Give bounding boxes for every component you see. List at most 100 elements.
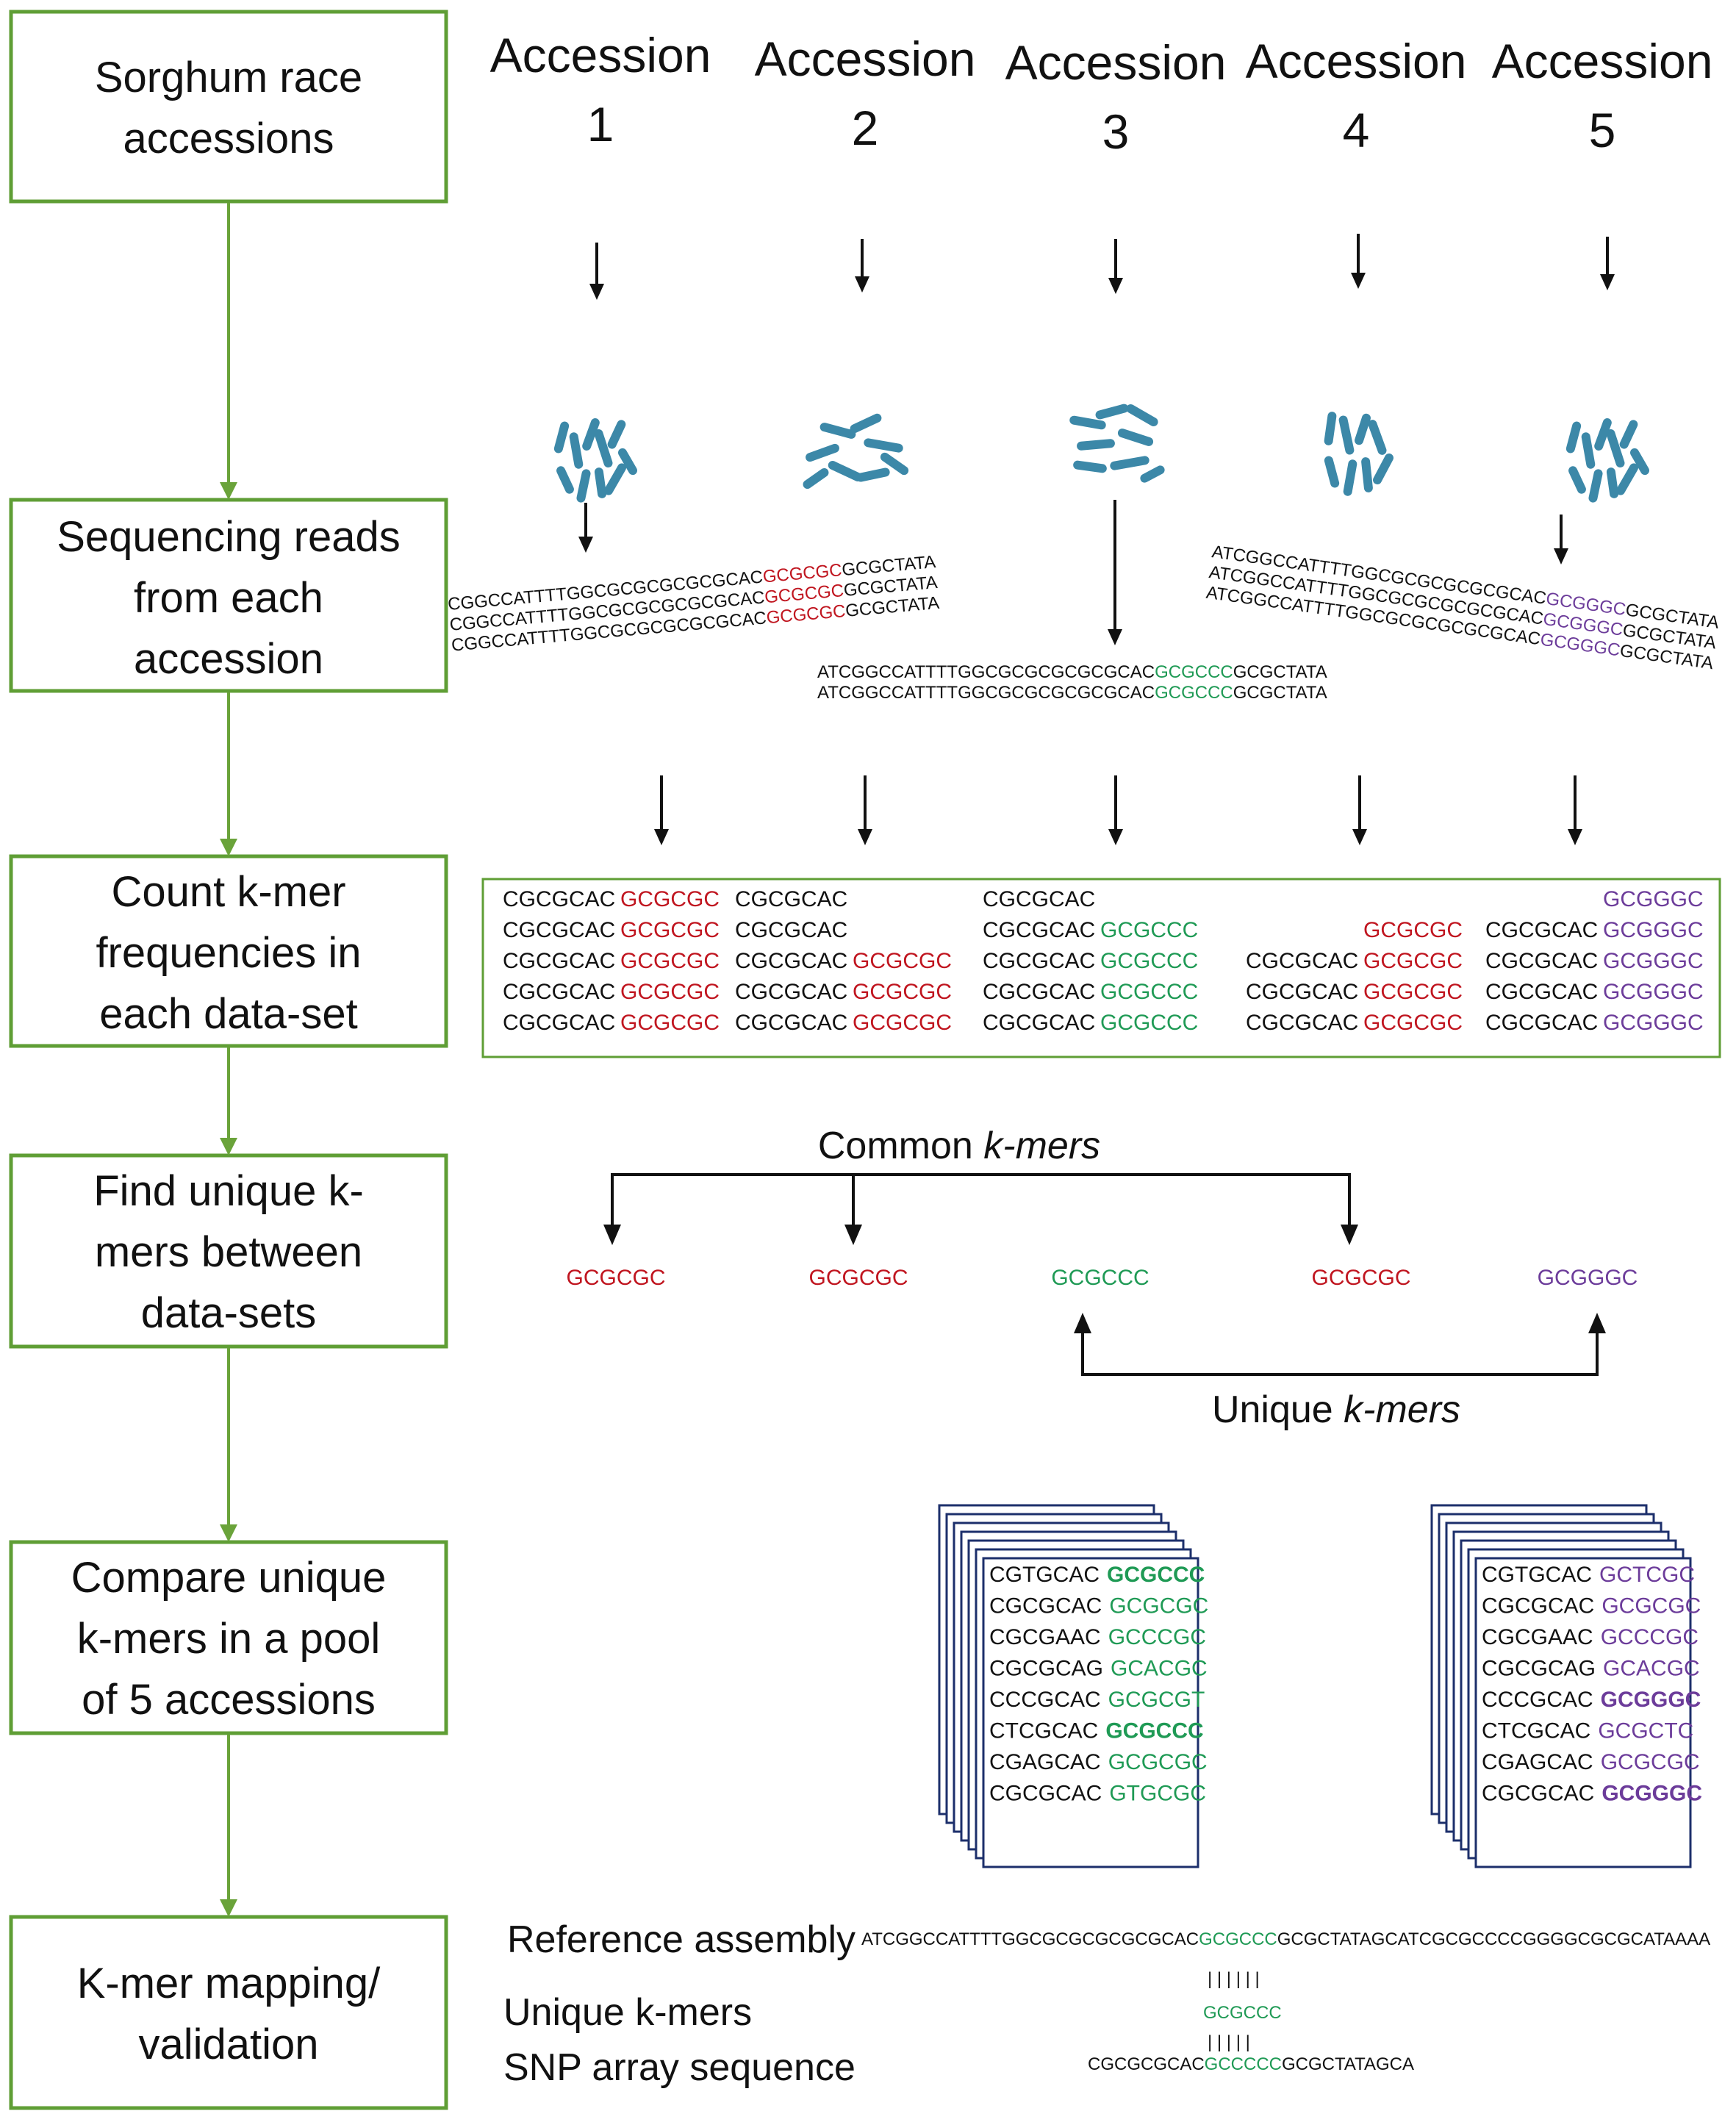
accession-2-word: Accession — [755, 32, 976, 86]
unique-kmer-1: GCGCGC — [567, 1266, 666, 1290]
snp-array-label: SNP array sequence — [503, 2046, 856, 2089]
step-6-line-1: K-mer mapping/ — [77, 1960, 381, 2007]
step-2-box: Sequencing reads from each accession — [9, 498, 448, 693]
arrow-down-icon — [603, 1225, 621, 1245]
kmer-table-cell: CGCGCAC — [983, 887, 1095, 911]
step-5-box: Compare unique k-mers in a pool of 5 acc… — [9, 1540, 448, 1735]
arrow-up-icon — [1074, 1313, 1091, 1333]
mapped-unique-kmer: GCGCCC — [1203, 2003, 1282, 2023]
arrow-down-icon — [654, 829, 669, 845]
arrow-up-icon — [1588, 1313, 1606, 1333]
accession-5-number: 5 — [1589, 103, 1616, 157]
read-arrows — [578, 500, 1568, 645]
chromosome-cluster-icon — [1324, 412, 1394, 496]
step-5-line-2: k-mers in a pool — [77, 1615, 381, 1663]
chromosome-cluster-icon — [1069, 404, 1165, 483]
step-2-line-2: from each — [134, 574, 323, 622]
accession-4-number: 4 — [1343, 103, 1370, 157]
arrow-down-icon — [1600, 274, 1615, 290]
match-bars-top: | | | | | | — [1208, 1969, 1260, 1989]
step-5-line-1: Compare unique — [71, 1554, 387, 1602]
snp-array-sequence: CGCGCGCACGCCCCCGCGCTATAGCA — [1088, 2054, 1414, 2074]
step-3-box: Count k-mer frequencies in each data-set — [9, 854, 448, 1048]
unique-kmer-3: GCGCCC — [1051, 1266, 1149, 1290]
step-4-line-1: Find unique k- — [93, 1167, 364, 1215]
step-3-line-1: Count k-mer — [111, 868, 345, 916]
chromosome-cluster-icon — [1565, 418, 1649, 503]
unique-kmer-2: GCGCGC — [809, 1266, 908, 1290]
flow-arrows — [220, 203, 237, 1917]
accession-3-number: 3 — [1102, 104, 1130, 159]
unique-kmers-row: GCGCGC GCGCGC GCGCCC GCGCGC GCGGGC — [567, 1266, 1638, 1290]
mapping-section: Reference assembly Unique k-mers SNP arr… — [503, 1918, 1710, 2089]
step-1-line-2: accessions — [123, 115, 334, 162]
common-kmers-label: Common k-mers — [818, 1125, 1100, 1167]
arrow-down-icon — [1108, 629, 1122, 645]
step-6-line-2: validation — [138, 2021, 318, 2068]
accession-3-word: Accession — [1005, 35, 1227, 90]
arrow-down-icon — [1352, 829, 1367, 845]
accession-2-number: 2 — [852, 101, 879, 155]
arrow-down-icon — [844, 1225, 862, 1245]
table-arrows — [654, 775, 1582, 845]
reads-accession-5: ATCGGCCATTTTGGCGCGCGCGCGCACGCGGGCGCGCTAT… — [1205, 542, 1720, 673]
arrow-down-icon — [1554, 548, 1568, 564]
reference-assembly-label: Reference assembly — [507, 1918, 856, 1961]
arrow-down-icon — [1568, 829, 1582, 845]
unique-kmers-bracket: Unique k-mers — [1074, 1313, 1606, 1431]
chromosome-cluster-icon — [553, 418, 637, 503]
arrow-down-icon — [1108, 278, 1123, 294]
step-2-line-3: accession — [134, 635, 323, 683]
step-5-line-3: of 5 accessions — [82, 1676, 376, 1724]
step-4-line-2: mers between — [95, 1228, 362, 1276]
step-1-box: Sorghum race accessions — [9, 10, 448, 204]
accession-headers: Accession 1 Accession 2 Accession 3 Acce… — [490, 28, 1713, 159]
arrow-down-icon — [220, 1524, 237, 1542]
arrow-down-icon — [1108, 829, 1123, 845]
step-4-line-3: data-sets — [141, 1289, 317, 1337]
read-line: ATCGGCCATTTTGGCGCGCGCGCGCACGCGCCCGCGCTAT… — [817, 683, 1327, 703]
step-3-line-2: frequencies in — [96, 929, 361, 977]
reads-accession-3: ATCGGCCATTTTGGCGCGCGCGCGCACGCGCCCGCGCTAT… — [817, 662, 1327, 703]
accession-arrows — [589, 234, 1615, 300]
arrow-down-icon — [1351, 273, 1366, 289]
kmer-table-cell: GCGGGC — [1603, 887, 1704, 911]
arrow-down-icon — [855, 276, 869, 293]
arrow-down-icon — [220, 1899, 237, 1917]
unique-kmer-5: GCGGGC — [1538, 1266, 1638, 1290]
arrow-down-icon — [858, 829, 872, 845]
accession-5-word: Accession — [1492, 34, 1713, 88]
common-kmers-bracket: Common k-mers — [603, 1125, 1358, 1245]
kmer-table-cell: CGCGCAC — [735, 918, 847, 942]
unique-kmers-label: Unique k-mers — [1212, 1388, 1460, 1431]
